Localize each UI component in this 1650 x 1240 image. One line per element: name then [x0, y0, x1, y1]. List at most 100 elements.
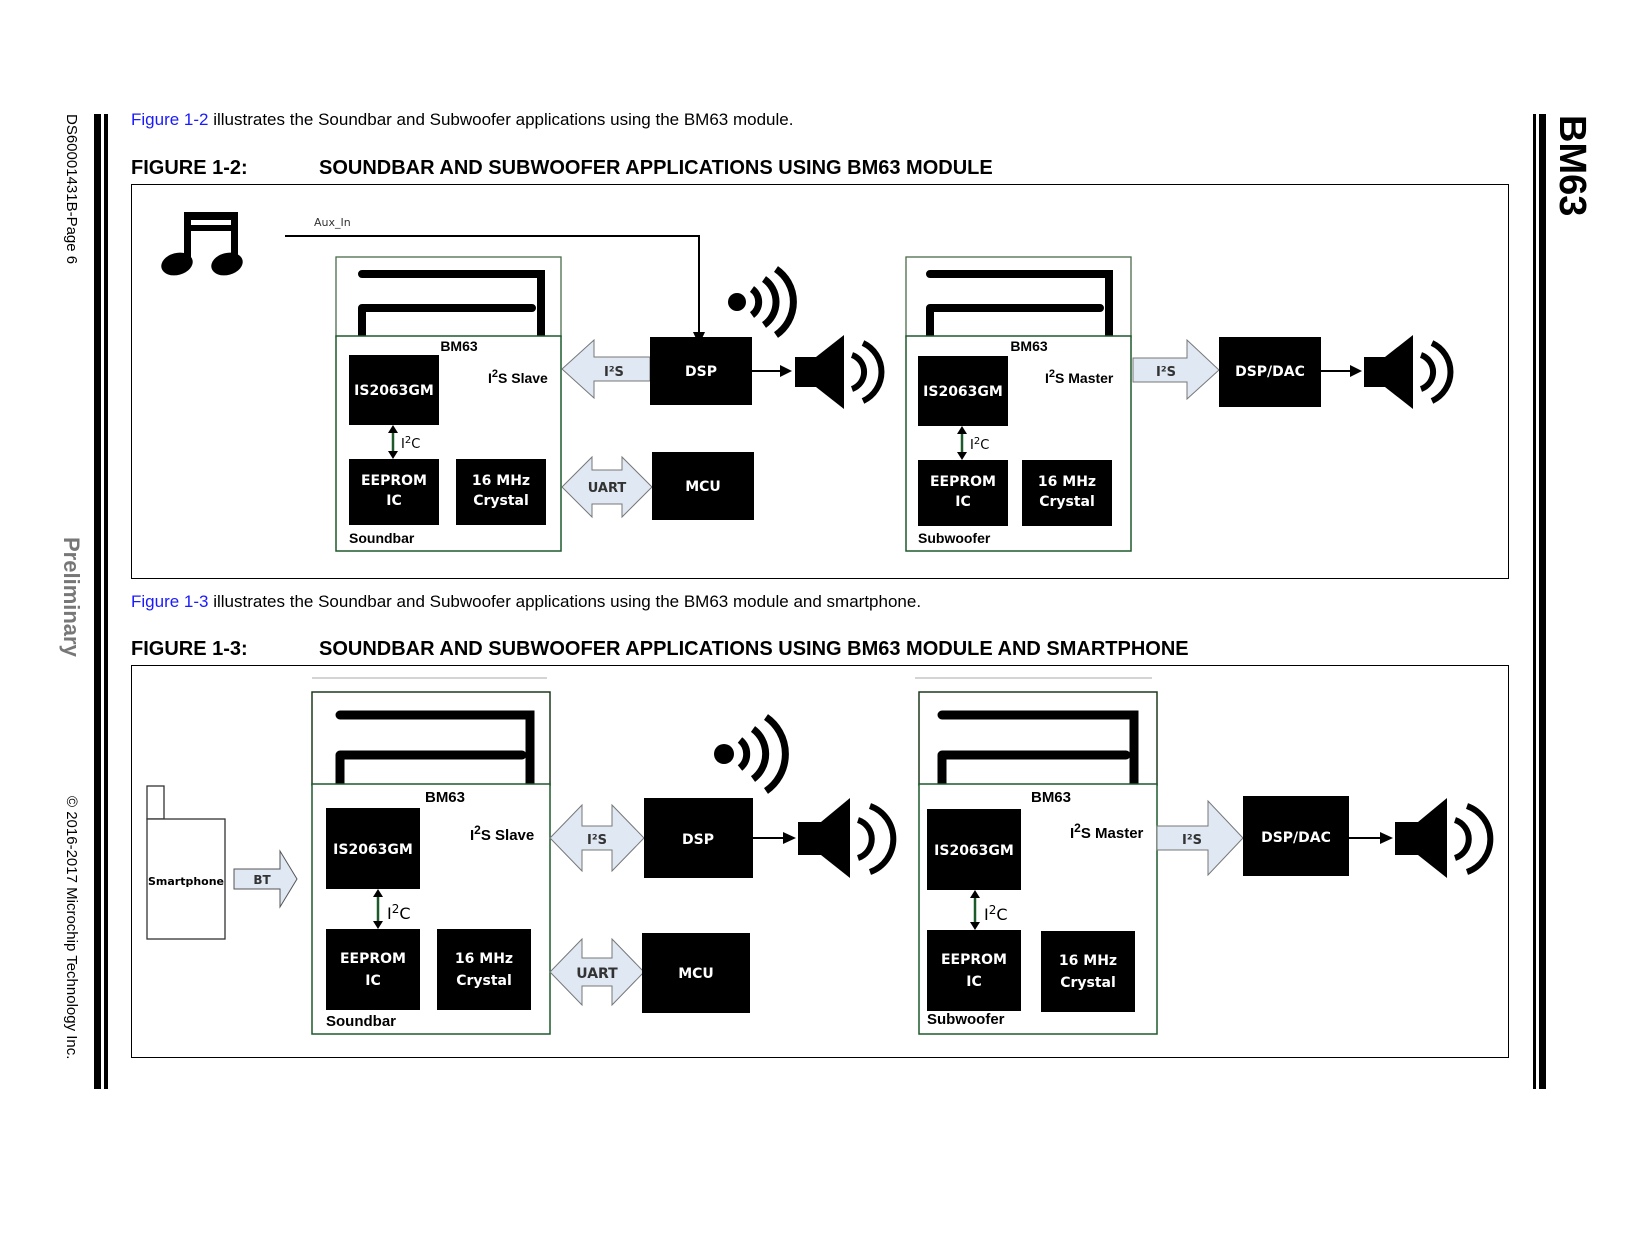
svg-text:IS2063GM: IS2063GM: [333, 842, 413, 858]
dsp-block: [650, 337, 752, 405]
i2s-arrow: I²S: [1156, 799, 1244, 877]
soundbar-module: BM63 IS2063GM I2S Slave I2C EEPROM IC 16…: [335, 256, 562, 552]
subwoofer-module: BM63 IS2063GM I2S Master I2C EEPROM IC 1…: [915, 677, 1158, 1035]
antenna-trace-icon: [937, 710, 1139, 789]
figure-1-2-diagram: Aux_In BM63 IS2063GM I2S Slave I2C EEPRO…: [131, 184, 1509, 579]
intro-2-text: illustrates the Soundbar and Subwoofer a…: [208, 592, 922, 611]
product-side-title: BM63: [1551, 115, 1593, 217]
i2c-arrow: [957, 426, 967, 460]
svg-text:Subwoofer: Subwoofer: [927, 1011, 1005, 1028]
chip-block: [927, 809, 1021, 890]
svg-text:DSP/DAC: DSP/DAC: [1235, 364, 1305, 380]
figure-1-2-link[interactable]: Figure 1-2: [131, 110, 209, 129]
speaker-icon: [1395, 798, 1494, 878]
chip-label: IS2063GM: [354, 383, 434, 399]
dac-to-speaker-arrow: [1321, 365, 1362, 377]
figure-1-2-caption: SOUNDBAR AND SUBWOOFER APPLICATIONS USIN…: [319, 157, 993, 179]
svg-text:IS2063GM: IS2063GM: [923, 384, 1003, 400]
speaker-icon: [795, 335, 885, 409]
subwoofer-module: BM63 IS2063GM I2S Master I2C EEPROM IC 1…: [905, 256, 1132, 552]
smartphone-icon: Smartphone: [146, 785, 226, 940]
svg-text:Crystal: Crystal: [1039, 494, 1095, 510]
figure-1-3-title: FIGURE 1-3:SOUNDBAR AND SUBWOOFER APPLIC…: [131, 638, 1189, 661]
svg-text:IC: IC: [955, 494, 970, 510]
svg-text:UART: UART: [576, 966, 618, 982]
right-margin-thick-bar: [1539, 114, 1546, 1089]
svg-text:Soundbar: Soundbar: [326, 1013, 396, 1030]
svg-text:BT: BT: [253, 873, 271, 887]
bt-arrow: BT: [233, 849, 298, 909]
svg-text:EEPROM: EEPROM: [340, 951, 406, 967]
svg-text:I2C: I2C: [970, 436, 989, 453]
eeprom-block: [927, 930, 1021, 1011]
svg-text:Crystal: Crystal: [456, 973, 512, 989]
dsp-dac-block: [1219, 337, 1321, 407]
wireless-signal-icon: [714, 714, 789, 794]
i2s-arrow: I²S: [561, 338, 651, 400]
svg-text:I²S: I²S: [1156, 365, 1176, 380]
chip-block: [326, 808, 420, 889]
i2s-double-arrow: I²S: [549, 803, 645, 873]
svg-text:IC: IC: [386, 493, 401, 509]
figure-1-3-diagram: Smartphone BT BM63 IS2063GM I2S Slave I2…: [131, 665, 1509, 1058]
dsp-to-speaker-arrow: [753, 832, 796, 844]
dac-to-speaker-arrow: [1349, 832, 1393, 844]
i2s-role-label: I2S Slave: [488, 368, 548, 386]
svg-text:DSP/DAC: DSP/DAC: [1261, 830, 1331, 846]
svg-text:I²S: I²S: [1182, 833, 1202, 848]
crystal-block: [1041, 931, 1135, 1012]
svg-text:MCU: MCU: [678, 966, 714, 982]
preliminary-label: Preliminary: [59, 537, 84, 657]
crystal-block: [437, 929, 531, 1010]
antenna-trace-icon: [926, 270, 1113, 341]
svg-text:16 MHz: 16 MHz: [1059, 953, 1117, 969]
intro-paragraph-2: Figure 1-3 illustrates the Soundbar and …: [131, 592, 921, 612]
svg-text:UART: UART: [588, 481, 627, 496]
eeprom-block: [326, 929, 420, 1010]
i2c-arrow: [388, 425, 398, 459]
dsp-to-speaker-arrow: [752, 365, 792, 377]
svg-text:16 MHz: 16 MHz: [1038, 474, 1096, 490]
chip-block: [918, 356, 1008, 426]
svg-text:I²S: I²S: [604, 365, 624, 380]
i2c-arrow: [373, 889, 383, 929]
figure-1-3-link[interactable]: Figure 1-3: [131, 592, 209, 611]
svg-text:16 MHz: 16 MHz: [455, 951, 513, 967]
svg-text:DSP: DSP: [685, 364, 717, 380]
uart-arrow: UART: [561, 455, 653, 519]
speaker-icon: [1364, 335, 1454, 409]
document-id: DS60001431B-Page 6: [63, 114, 80, 265]
svg-text:EEPROM: EEPROM: [361, 473, 427, 489]
svg-text:Crystal: Crystal: [473, 493, 529, 509]
svg-text:BM63: BM63: [1010, 338, 1048, 354]
svg-text:EEPROM: EEPROM: [930, 474, 996, 490]
i2s-role-label: I2S Master: [1045, 368, 1114, 386]
eeprom-block: [349, 459, 439, 525]
device-name-label: Soundbar: [349, 530, 415, 546]
eeprom-block: [918, 460, 1008, 526]
antenna-trace-icon: [358, 270, 545, 341]
svg-text:DSP: DSP: [682, 832, 714, 848]
i2s-arrow: I²S: [1132, 338, 1220, 401]
music-note-icon: [161, 212, 243, 276]
figure-1-3-caption: SOUNDBAR AND SUBWOOFER APPLICATIONS USIN…: [319, 638, 1189, 660]
i2c-label: I2C: [401, 435, 420, 452]
svg-text:I2C: I2C: [387, 902, 411, 923]
crystal-block: [1022, 460, 1112, 526]
wireless-signal-icon: [728, 266, 797, 338]
module-label: BM63: [440, 338, 478, 354]
svg-text:I2C: I2C: [984, 903, 1008, 924]
i2s-role-label: I2S Slave: [470, 823, 534, 844]
svg-text:EEPROM: EEPROM: [941, 952, 1007, 968]
svg-text:Crystal: Crystal: [1060, 975, 1116, 991]
mcu-block: [642, 933, 750, 1013]
uart-double-arrow: UART: [549, 937, 645, 1007]
right-margin-thin-bar: [1533, 114, 1536, 1089]
i2c-arrow: [970, 890, 980, 930]
svg-text:IS2063GM: IS2063GM: [934, 843, 1014, 859]
svg-text:I²S: I²S: [587, 833, 607, 848]
left-margin-thin-bar: [104, 114, 108, 1089]
mcu-block: [652, 452, 754, 520]
i2s-role-label: I2S Master: [1070, 821, 1144, 842]
soundbar-module: BM63 IS2063GM I2S Slave I2C EEPROM IC 16…: [311, 677, 551, 1035]
